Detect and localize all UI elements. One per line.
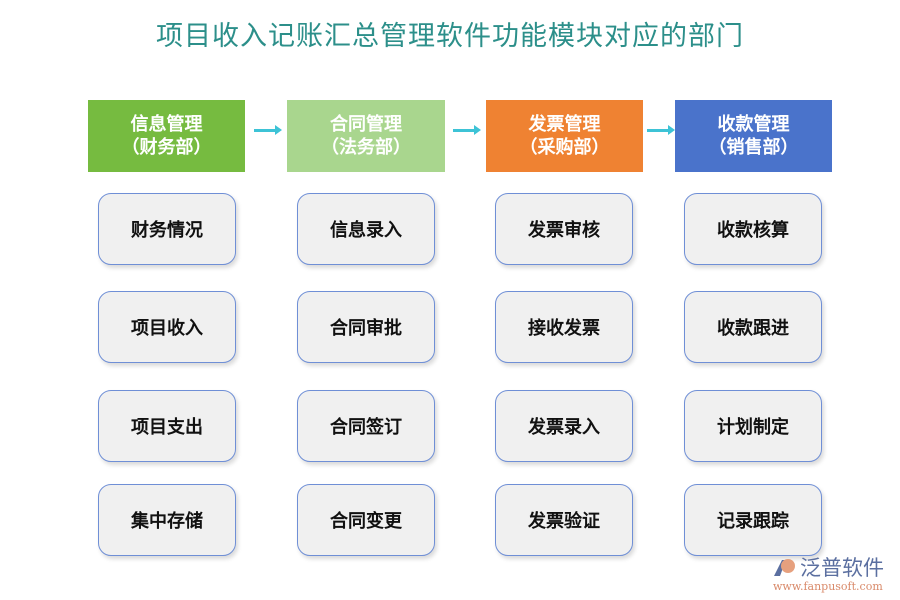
header-name: 收款管理	[717, 114, 790, 135]
header-dept: （财务部）	[121, 137, 212, 158]
header-name: 发票管理	[528, 114, 601, 135]
module-box: 合同变更	[297, 484, 435, 556]
logo-icon	[774, 559, 795, 576]
module-box: 收款核算	[684, 193, 822, 265]
diagram-title: 项目收入记账汇总管理软件功能模块对应的部门	[156, 21, 744, 52]
logo-url: www.fanpusoft.com	[773, 580, 883, 593]
header-contract-management: 合同管理（法务部）	[287, 100, 445, 172]
header-dept: （采购部）	[519, 137, 610, 158]
header-name: 合同管理	[330, 114, 402, 135]
arrow-right-icon	[453, 125, 481, 135]
module-box: 发票验证	[495, 484, 633, 556]
module-box: 计划制定	[684, 390, 822, 462]
module-box: 记录跟踪	[684, 484, 822, 556]
arrow-right-icon	[254, 125, 282, 135]
header-dept: （销售部）	[708, 137, 799, 158]
module-box: 合同签订	[297, 390, 435, 462]
header-name: 信息管理	[130, 114, 203, 135]
module-box: 集中存储	[98, 484, 236, 556]
module-box: 信息录入	[297, 193, 435, 265]
header-info-management: 信息管理（财务部）	[88, 100, 245, 172]
fanpu-logo: 泛普软件	[772, 552, 884, 582]
header-invoice-management: 发票管理（采购部）	[486, 100, 643, 172]
module-box: 合同审批	[297, 291, 435, 363]
logo-name: 泛普软件	[800, 556, 884, 580]
arrow-right-icon	[647, 125, 675, 135]
module-box: 发票录入	[495, 390, 633, 462]
module-box: 接收发票	[495, 291, 633, 363]
module-box: 项目收入	[98, 291, 236, 363]
module-box: 财务情况	[98, 193, 236, 265]
module-box: 发票审核	[495, 193, 633, 265]
module-box: 项目支出	[98, 390, 236, 462]
header-dept: （法务部）	[321, 137, 411, 158]
header-payment-management: 收款管理（销售部）	[675, 100, 832, 172]
module-box: 收款跟进	[684, 291, 822, 363]
